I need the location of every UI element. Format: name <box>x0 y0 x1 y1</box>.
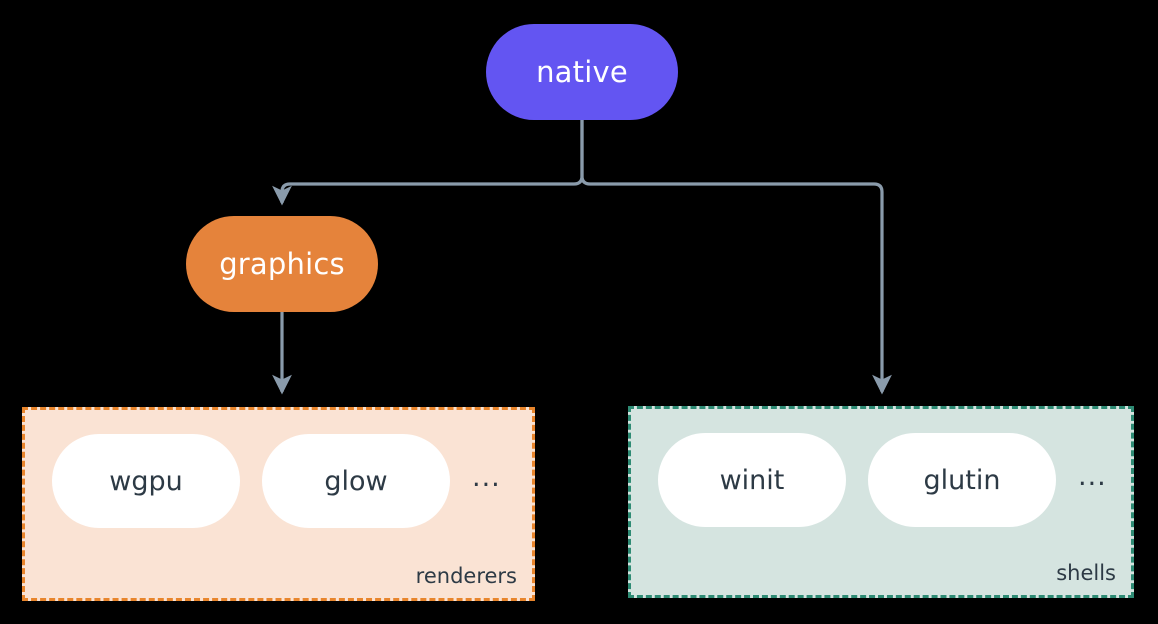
item-glutin-label: glutin <box>923 464 1001 496</box>
node-graphics-label: graphics <box>219 247 345 281</box>
item-glutin[interactable]: glutin <box>868 433 1056 527</box>
group-renderers-items: wgpu glow ... <box>52 434 501 528</box>
item-glow-label: glow <box>324 465 388 497</box>
node-native[interactable]: native <box>486 24 678 120</box>
group-shells-items: winit glutin ... <box>658 433 1107 527</box>
item-wgpu[interactable]: wgpu <box>52 434 240 528</box>
group-renderers: wgpu glow ... renderers <box>22 407 535 601</box>
item-winit[interactable]: winit <box>658 433 846 527</box>
group-shells: winit glutin ... shells <box>628 406 1134 598</box>
item-wgpu-label: wgpu <box>109 465 183 497</box>
group-renderers-label: renderers <box>415 564 517 588</box>
group-shells-label: shells <box>1056 561 1116 585</box>
item-winit-label: winit <box>719 464 785 496</box>
renderers-overflow-ellipsis: ... <box>472 461 501 493</box>
node-graphics[interactable]: graphics <box>186 216 378 312</box>
edge-native-to-graphics <box>272 120 584 206</box>
node-native-label: native <box>536 55 628 89</box>
item-glow[interactable]: glow <box>262 434 450 528</box>
shells-overflow-ellipsis: ... <box>1078 460 1107 492</box>
edge-native-to-shells <box>580 120 892 395</box>
